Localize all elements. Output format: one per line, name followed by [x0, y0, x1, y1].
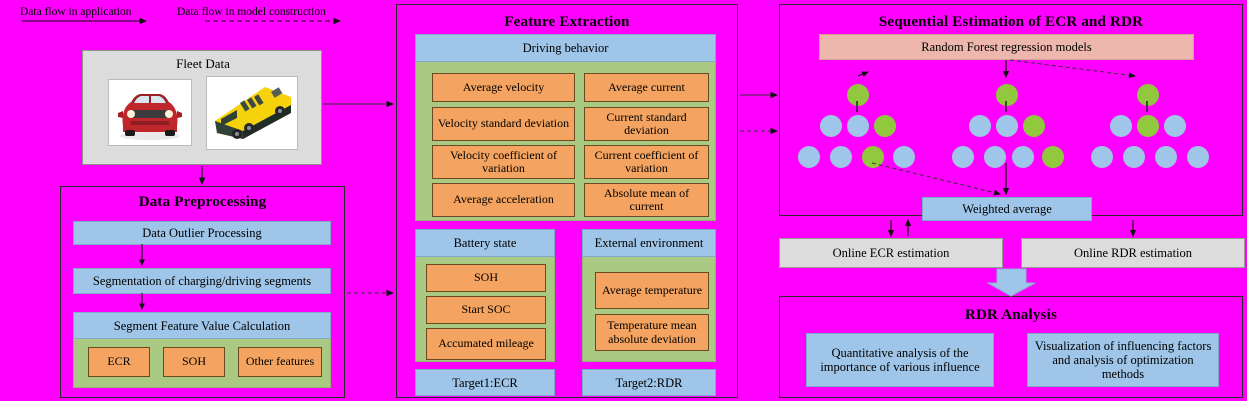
online-rdr-estimation-box[interactable]: Online RDR estimation — [1021, 238, 1245, 268]
feature-current-std[interactable]: Current standard deviation — [584, 107, 709, 141]
battery-state-header: Battery state — [415, 229, 555, 257]
sequential-estimation-panel: Sequential Estimation of ECR and RDR Ran… — [779, 4, 1243, 221]
tree3-level2-node-1 — [1110, 115, 1132, 137]
feature-accumated-mileage[interactable]: Accumated mileage — [426, 328, 546, 360]
tree2-level3-node-1 — [952, 146, 974, 168]
tree1-level2-node-3 — [874, 115, 896, 137]
tree3-level3-node-1 — [1091, 146, 1113, 168]
tree3-root-node — [1137, 84, 1159, 106]
feature-extraction-panel: Feature Extraction Driving behavior Aver… — [396, 4, 738, 398]
legend-model-label: Data flow in model construction — [177, 6, 326, 18]
step-segmentation[interactable]: Segmentation of charging/driving segment… — [73, 268, 331, 294]
step-data-outlier-processing[interactable]: Data Outlier Processing — [73, 221, 331, 245]
rdr-analysis-title: RDR Analysis — [964, 307, 1057, 323]
fleet-data-box: Fleet Data — [82, 50, 322, 165]
tree3-level3-node-2 — [1123, 146, 1145, 168]
tree3-level3-node-4 — [1187, 146, 1209, 168]
rdr-analysis-item-quantitative[interactable]: Quantitative analysis of the importance … — [806, 333, 994, 387]
tree1-level3-node-1 — [798, 146, 820, 168]
tree3-level2-node-2 — [1137, 115, 1159, 137]
tree1-level3-node-3 — [862, 146, 884, 168]
fleet-data-title: Fleet Data — [176, 56, 230, 71]
feature-extraction-title: Feature Extraction — [504, 14, 630, 30]
feature-average-acceleration[interactable]: Average acceleration — [432, 183, 575, 217]
external-environment-header: External environment — [582, 229, 716, 257]
feature-velocity-cv[interactable]: Velocity coefficient of variation — [432, 145, 575, 179]
tree1-level3-node-4 — [893, 146, 915, 168]
segment-feature-group: Segment Feature Value Calculation ECR SO… — [73, 312, 331, 388]
sequential-estimation-title: Sequential Estimation of ECR and RDR — [878, 14, 1144, 30]
driving-behavior-group: Driving behavior Average velocity Veloci… — [415, 34, 716, 221]
yellow-bus-image — [206, 76, 298, 150]
tree1-level3-node-2 — [830, 146, 852, 168]
data-preprocessing-panel: Data Preprocessing Data Outlier Processi… — [60, 186, 345, 398]
block-arrow-to-rdr-analysis — [986, 268, 1036, 297]
rdr-analysis-panel: RDR Analysis Quantitative analysis of th… — [779, 296, 1243, 398]
tree1-level2-node-2 — [847, 115, 869, 137]
weighted-average-box[interactable]: Weighted average — [922, 197, 1092, 221]
target1-ecr-box[interactable]: Target1:ECR — [415, 369, 555, 396]
data-preprocessing-title: Data Preprocessing — [138, 194, 267, 210]
tree2-level2-node-3 — [1023, 115, 1045, 137]
feature-average-velocity[interactable]: Average velocity — [432, 73, 575, 102]
tree2-level2-node-2 — [996, 115, 1018, 137]
feature-start-soc[interactable]: Start SOC — [426, 296, 546, 324]
feature-absolute-mean-current[interactable]: Absolute mean of current — [584, 183, 709, 217]
random-forest-model-box[interactable]: Random Forest regression models — [819, 34, 1194, 60]
step-segment-feature-value-calculation[interactable]: Segment Feature Value Calculation — [73, 312, 331, 339]
feature-soh-battery[interactable]: SOH — [426, 264, 546, 292]
tree3-level3-node-3 — [1155, 146, 1177, 168]
driving-behavior-header: Driving behavior — [415, 34, 716, 62]
feature-other[interactable]: Other features — [238, 347, 322, 377]
target2-rdr-box[interactable]: Target2:RDR — [582, 369, 716, 396]
battery-state-group: Battery state SOH Start SOC Accumated mi… — [415, 229, 555, 362]
external-environment-group: External environment Average temperature… — [582, 229, 716, 362]
online-ecr-estimation-box[interactable]: Online ECR estimation — [779, 238, 1003, 268]
tree2-root-node — [996, 84, 1018, 106]
tree2-level3-node-2 — [984, 146, 1006, 168]
feature-average-temperature[interactable]: Average temperature — [595, 272, 709, 309]
feature-average-current[interactable]: Average current — [584, 73, 709, 102]
tree2-level3-node-4 — [1042, 146, 1064, 168]
feature-velocity-std[interactable]: Velocity standard deviation — [432, 107, 575, 141]
rdr-analysis-item-visualization[interactable]: Visualization of influencing factors and… — [1027, 333, 1219, 387]
red-car-image — [108, 79, 192, 146]
feature-temperature-mad[interactable]: Temperature mean absolute deviation — [595, 314, 709, 351]
tree1-root-node — [847, 84, 869, 106]
tree2-level3-node-3 — [1012, 146, 1034, 168]
legend-application-label: Data flow in application — [20, 6, 132, 18]
feature-current-cv[interactable]: Current coefficient of variation — [584, 145, 709, 179]
tree3-level2-node-3 — [1164, 115, 1186, 137]
feature-soh[interactable]: SOH — [163, 347, 225, 377]
tree2-level2-node-1 — [969, 115, 991, 137]
tree1-level2-node-1 — [820, 115, 842, 137]
feature-ecr[interactable]: ECR — [88, 347, 150, 377]
